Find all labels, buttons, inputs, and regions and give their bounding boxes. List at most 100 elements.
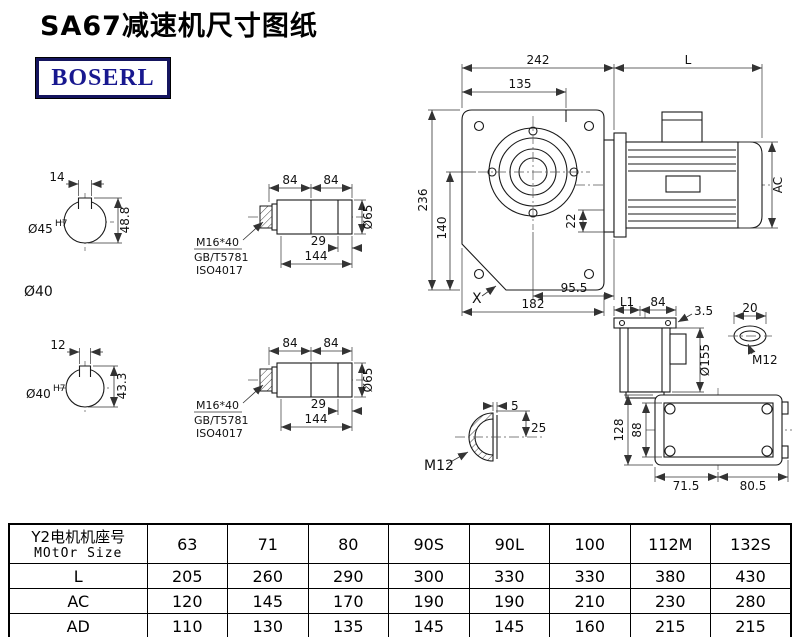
dim-84-b: 84 (323, 173, 338, 187)
table-cell: 230 (629, 588, 711, 614)
table-cell: 300 (388, 563, 470, 589)
view-shaft-side-top: 84 84 29 144 Ø65 M16*40 GB/T5781 ISO4017 (194, 173, 375, 277)
table-cell: 280 (710, 588, 792, 614)
dim-84: 84 (650, 295, 665, 309)
label-bolt: M16*40 (196, 399, 239, 412)
dim-182: 182 (522, 297, 545, 311)
header-cn: Y2电机机座号 (31, 527, 126, 546)
table-cell: 290 (307, 563, 389, 589)
table-cell: 145 (227, 588, 309, 614)
page-title: SA67减速机尺寸图纸 (40, 11, 318, 42)
dim-L1: L1 (620, 295, 634, 309)
label-thread-m12: M12 (424, 458, 454, 474)
table-header-row: Y2电机机座号 MOtOr Size 63 71 80 90S 90L 100 … (8, 523, 792, 564)
keyway-slot (78, 365, 92, 377)
side-box (669, 333, 687, 365)
dim-80-5: 80.5 (740, 479, 767, 493)
dim-key-width-40: 12 (50, 338, 65, 352)
header-en: MOtOr Size (34, 545, 123, 561)
bolt-head (259, 205, 273, 229)
table-cell: 215 (710, 613, 792, 637)
dim-5: 5 (511, 399, 519, 413)
dim-dia-155: Ø155 (698, 344, 712, 376)
row-label: L (8, 563, 148, 589)
row-label: AC (8, 588, 148, 614)
label-hollow-bore: Ø40 (24, 284, 53, 300)
table-corner-cell: Y2电机机座号 MOtOr Size (8, 523, 148, 564)
motor-flange (613, 132, 627, 238)
terminal-box (661, 111, 703, 143)
label-std-gb: GB/T5781 (194, 414, 249, 427)
dim-135: 135 (509, 77, 532, 91)
table-cell: 430 (710, 563, 792, 589)
table-cell: 160 (549, 613, 631, 637)
dim-22: 22 (564, 213, 578, 228)
dim-20: 20 (742, 301, 757, 315)
fan-cover (737, 141, 763, 229)
table-cell: 145 (468, 613, 550, 637)
bolt-hole (761, 403, 773, 415)
dim-motor-length-L: L (685, 53, 692, 67)
table-row-AC: AC 120 145 170 190 190 210 230 280 (8, 588, 792, 614)
dim-71-5: 71.5 (673, 479, 700, 493)
dim-key-width-45: 14 (49, 170, 64, 184)
table-cell: 145 (388, 613, 470, 637)
label-std-gb: GB/T5781 (194, 251, 249, 264)
table-cell: 215 (629, 613, 711, 637)
dim-motor-dia-AC: AC (771, 177, 785, 193)
dim-128: 128 (612, 419, 626, 442)
dim-242: 242 (527, 53, 550, 67)
size-col-132s: 132S (710, 523, 792, 564)
motor-nameplate (665, 175, 701, 193)
table-cell: 190 (468, 588, 550, 614)
dim-84-a: 84 (282, 336, 297, 350)
gearbox-housing (461, 109, 605, 291)
dim-95-5: 95.5 (561, 281, 588, 295)
dim-236: 236 (416, 189, 430, 212)
size-col-80: 80 (307, 523, 389, 564)
shaft-body (276, 199, 353, 235)
view-main: 242 135 L 236 140 AC (416, 53, 785, 316)
label-bore-45-tolerance: H7 (55, 219, 68, 229)
view-shaft-side-bottom: 84 84 29 144 Ø65 M16*40 GB/T5781 ISO4017 (194, 336, 375, 440)
dim-140: 140 (435, 217, 449, 240)
row-label: AD (8, 613, 148, 637)
table-row-L: L 205 260 290 300 330 330 380 430 (8, 563, 792, 589)
label-bore-40: Ø40 (26, 387, 51, 401)
technical-drawing: 14 48.8 Ø45 H7 Ø40 12 43.3 Ø40 H7 (24, 53, 792, 493)
table-cell: 130 (227, 613, 309, 637)
view-key-detail: 5 25 M12 (424, 399, 546, 474)
table-cell: 330 (549, 563, 631, 589)
dim-key-depth-40: 43.3 (115, 373, 129, 400)
table-cell: 190 (388, 588, 470, 614)
top-flange (613, 317, 677, 329)
bolt-hole (664, 445, 676, 457)
view-bottom: 128 88 71.5 80.5 (612, 388, 792, 493)
table-cell: 260 (227, 563, 309, 589)
shaft-body (276, 362, 353, 398)
dim-dia-65: Ø65 (361, 205, 375, 230)
boserl-logo: BOSERL (36, 58, 170, 98)
label-section-x: X (472, 291, 482, 307)
table-cell: 120 (146, 588, 228, 614)
dim-88: 88 (630, 422, 644, 437)
label-bore-40-tolerance: H7 (53, 384, 66, 394)
bolt-head (259, 368, 273, 392)
label-bolt: M16*40 (196, 236, 239, 249)
size-col-100: 100 (549, 523, 631, 564)
table-row-AD: AD 110 130 135 145 145 160 215 215 (8, 613, 792, 637)
dim-84-b: 84 (323, 336, 338, 350)
motor-size-table: Y2电机机座号 MOtOr Size 63 71 80 90S 90L 100 … (8, 523, 792, 637)
keyway-slot (77, 197, 93, 209)
table-cell: 380 (629, 563, 711, 589)
table-cell: 330 (468, 563, 550, 589)
view-shaft-end-45: 14 48.8 Ø45 H7 (28, 170, 132, 251)
dim-25: 25 (531, 421, 546, 435)
bolt-hole (761, 445, 773, 457)
label-thread-m12: M12 (752, 353, 778, 367)
size-col-90s: 90S (388, 523, 470, 564)
size-col-63: 63 (146, 523, 228, 564)
table-cell: 170 (307, 588, 389, 614)
table-cell: 205 (146, 563, 228, 589)
